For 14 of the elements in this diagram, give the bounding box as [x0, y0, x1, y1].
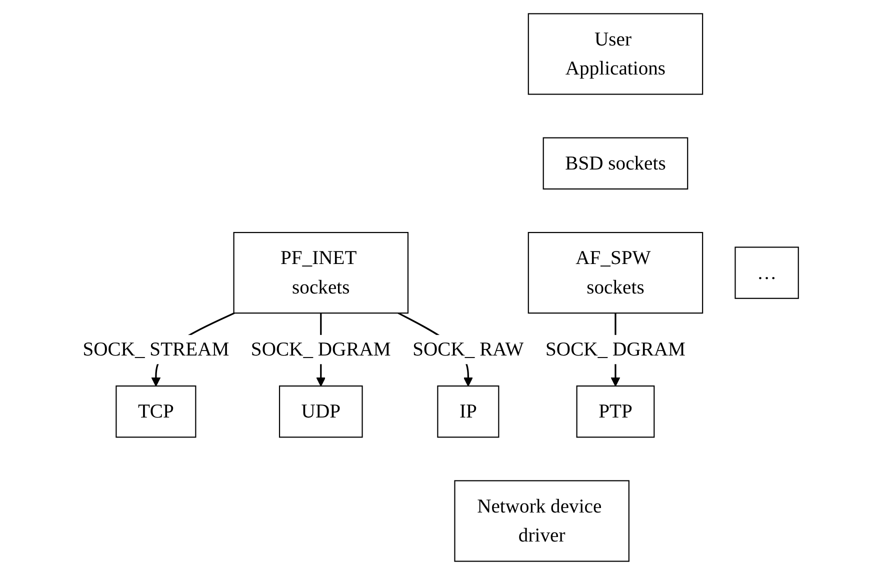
node-box: BSD sockets [542, 137, 688, 190]
edge-label: SOCK_ RAW [412, 338, 524, 360]
edge-label: SOCK_ DGRAM [250, 338, 391, 360]
node-box: PTP [576, 385, 655, 438]
node-box: IP [437, 385, 500, 438]
node-box: Network device driver [454, 480, 630, 562]
edge-label: SOCK_ DGRAM [545, 338, 686, 360]
node-box: TCP [116, 385, 196, 438]
edge-label: SOCK_ STREAM [82, 338, 230, 360]
node-box: PF_INET sockets [233, 232, 408, 314]
node-box: … [734, 246, 799, 299]
node-box: UDP [278, 385, 363, 438]
node-box: AF_SPW sockets [528, 232, 704, 314]
node-box: User Applications [528, 13, 704, 95]
